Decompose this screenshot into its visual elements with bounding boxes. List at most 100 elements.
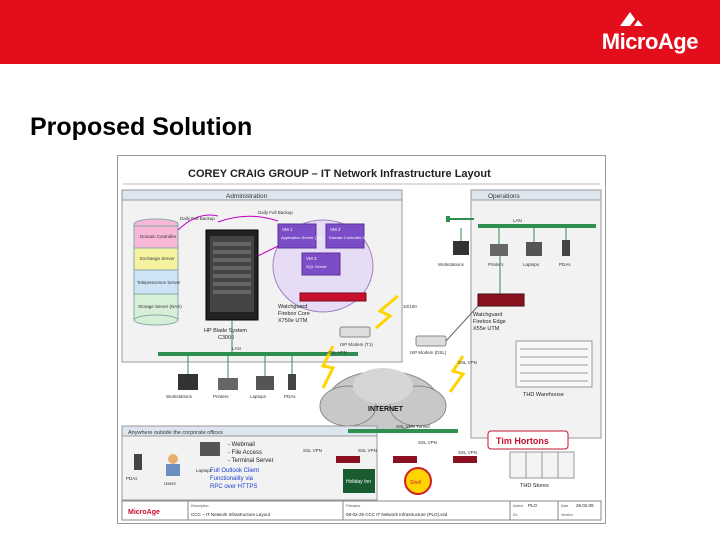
ops-workstation-icon [453,241,469,255]
ops-device-label-4: PDAs [559,262,571,267]
remote-device-label-2: Laptops [196,468,213,473]
vpn-link-2 [448,355,466,393]
vpn-label-6: SSL VPN [458,450,477,455]
author-value: PLO [528,503,538,508]
remote-pda-icon [134,454,142,470]
remote-user-icon [168,454,178,464]
core-firewall-label-2: Firebox Core [278,311,310,317]
isp-modem-dsl-icon [415,335,447,347]
vm3-role: SQL Server [306,264,327,269]
vm2-box [325,223,365,249]
backup-label-2: Daily Full Backup [258,210,293,215]
filename-value: 08-02-26 CCC IT Network Infrastructure (… [346,512,448,517]
shell-logo [404,467,432,495]
remote-device-label-3: Users [164,481,177,486]
admin-device-label-2: Printers [213,394,229,399]
admin-printer-icon [218,378,238,390]
store-router-3 [453,456,477,463]
feature-3: - Terminal Server [228,458,274,464]
vpn-label-1: SSL VPN [328,350,347,355]
ops-device-label-3: Laptops [523,262,540,267]
store-router-1 [336,456,360,463]
date-value: 26.02.09 [576,503,594,508]
isp-modem-t1-label: ISP Modem (T1) [340,342,373,347]
warehouse-icon [515,340,593,388]
client-text-1: Full Outlook Client [210,468,259,474]
vm2-role: Domain Controller 2 [329,235,365,240]
anywhere-label: Anywhere outside the corporate offices [128,430,223,436]
brand-name: MicroAge [601,29,699,54]
filename-label: Filename [346,504,360,508]
admin-lan-bar [158,352,358,356]
vpn-tunnel-label: SSL VPN Tunnel [396,424,430,429]
date-label: Date [561,504,568,508]
client-text-3: RPC over HTTPS [210,484,257,490]
internet-label: INTERNET [368,406,404,413]
administration-label: Administration [226,193,268,200]
server-stack: Domain Controller Exchange Server Telepr… [133,218,182,326]
blade-label-1: HP Blade System [204,328,247,334]
operations-label: Operations [488,193,521,200]
blade-rack-icon [205,229,259,321]
vm1-name: VM 1 [282,227,293,232]
title-block [121,500,602,521]
admin-pda-icon [288,374,296,390]
shell-label: Shell [410,480,421,486]
store-router-2 [393,456,417,463]
isp-modem-dsl-label: ISP Modem (DSL) [410,350,447,355]
tim-hortons-logo [487,430,569,450]
ops-device-label-1: Workstations [438,262,465,267]
ops-lan-bar [478,224,596,228]
vpn-label-2: SSL VPN [458,360,477,365]
core-firewall-label-1: Watchguard [278,304,307,310]
internet-cloud-icon [319,368,447,432]
ops-link-label: 10/100 [403,304,417,309]
isp-modem-t1-icon [339,326,371,338]
vpn-link-3 [375,294,399,330]
admin-laptop-icon [256,376,274,390]
server-label-1: Domain Controller [140,234,177,239]
backup-label-1: Daily Full Backup [180,216,215,221]
server-label-2: Exchange Server [140,256,175,261]
ops-printer-icon [490,244,508,256]
blade-label-2: C3000 [218,335,234,341]
ed-label: Ed [513,513,517,517]
feature-2: - File Access [228,450,262,456]
feature-1: - Webmail [228,442,255,448]
version-label: Version [561,513,573,517]
admin-device-label-3: Laptops [250,394,267,399]
admin-lan-label: LAN [232,346,241,351]
remote-laptop-icon [200,442,220,456]
vpn-label-3: SSL VPN [303,448,322,453]
watchguard-core-icon [299,292,367,302]
vpn-tunnel-bar [348,429,458,433]
diagram-canvas: COREY CRAIG GROUP – IT Network Infrastru… [121,168,602,521]
anywhere-panel [121,425,378,501]
vm3-box [301,252,341,276]
vm3-name: VM 3 [306,256,317,261]
vm2-name: VM 2 [330,227,341,232]
client-text-2: Functionality via [210,476,254,482]
ops-device-label-2: Printers [488,262,504,267]
thd-stores-label: THD Stores [520,483,549,489]
description-label: Description [191,504,209,508]
diagram-title: COREY CRAIG GROUP – IT Network Infrastru… [188,168,491,180]
watchguard-edge-icon [477,293,525,307]
core-firewall-label-3: X750e UTM [278,318,308,324]
remote-device-label-1: PDAs [126,476,138,481]
microage-logo-icon [620,12,643,26]
edge-firewall-label-3: X55e UTM [473,326,500,332]
admin-device-label-4: PDAs [284,394,296,399]
admin-devices [178,356,296,390]
description-value: CCC – IT Network Infrastructure Layout [191,512,271,517]
vpn-label-5: SSL VPN [418,440,437,445]
server-label-3: Teleprescence Server [137,280,181,285]
warehouse-label: THD Warehouse [523,392,564,398]
vm1-box [277,223,317,249]
holiday-inn-label: Holiday Inn [346,479,371,485]
holiday-inn-logo [343,469,375,493]
edge-firewall-label-1: Watchguard [473,312,502,318]
tim-hortons-label: Tim Hortons [496,436,549,446]
edge-firewall-label-2: Firebox Edge [473,319,506,325]
author-label: Author [513,504,524,508]
